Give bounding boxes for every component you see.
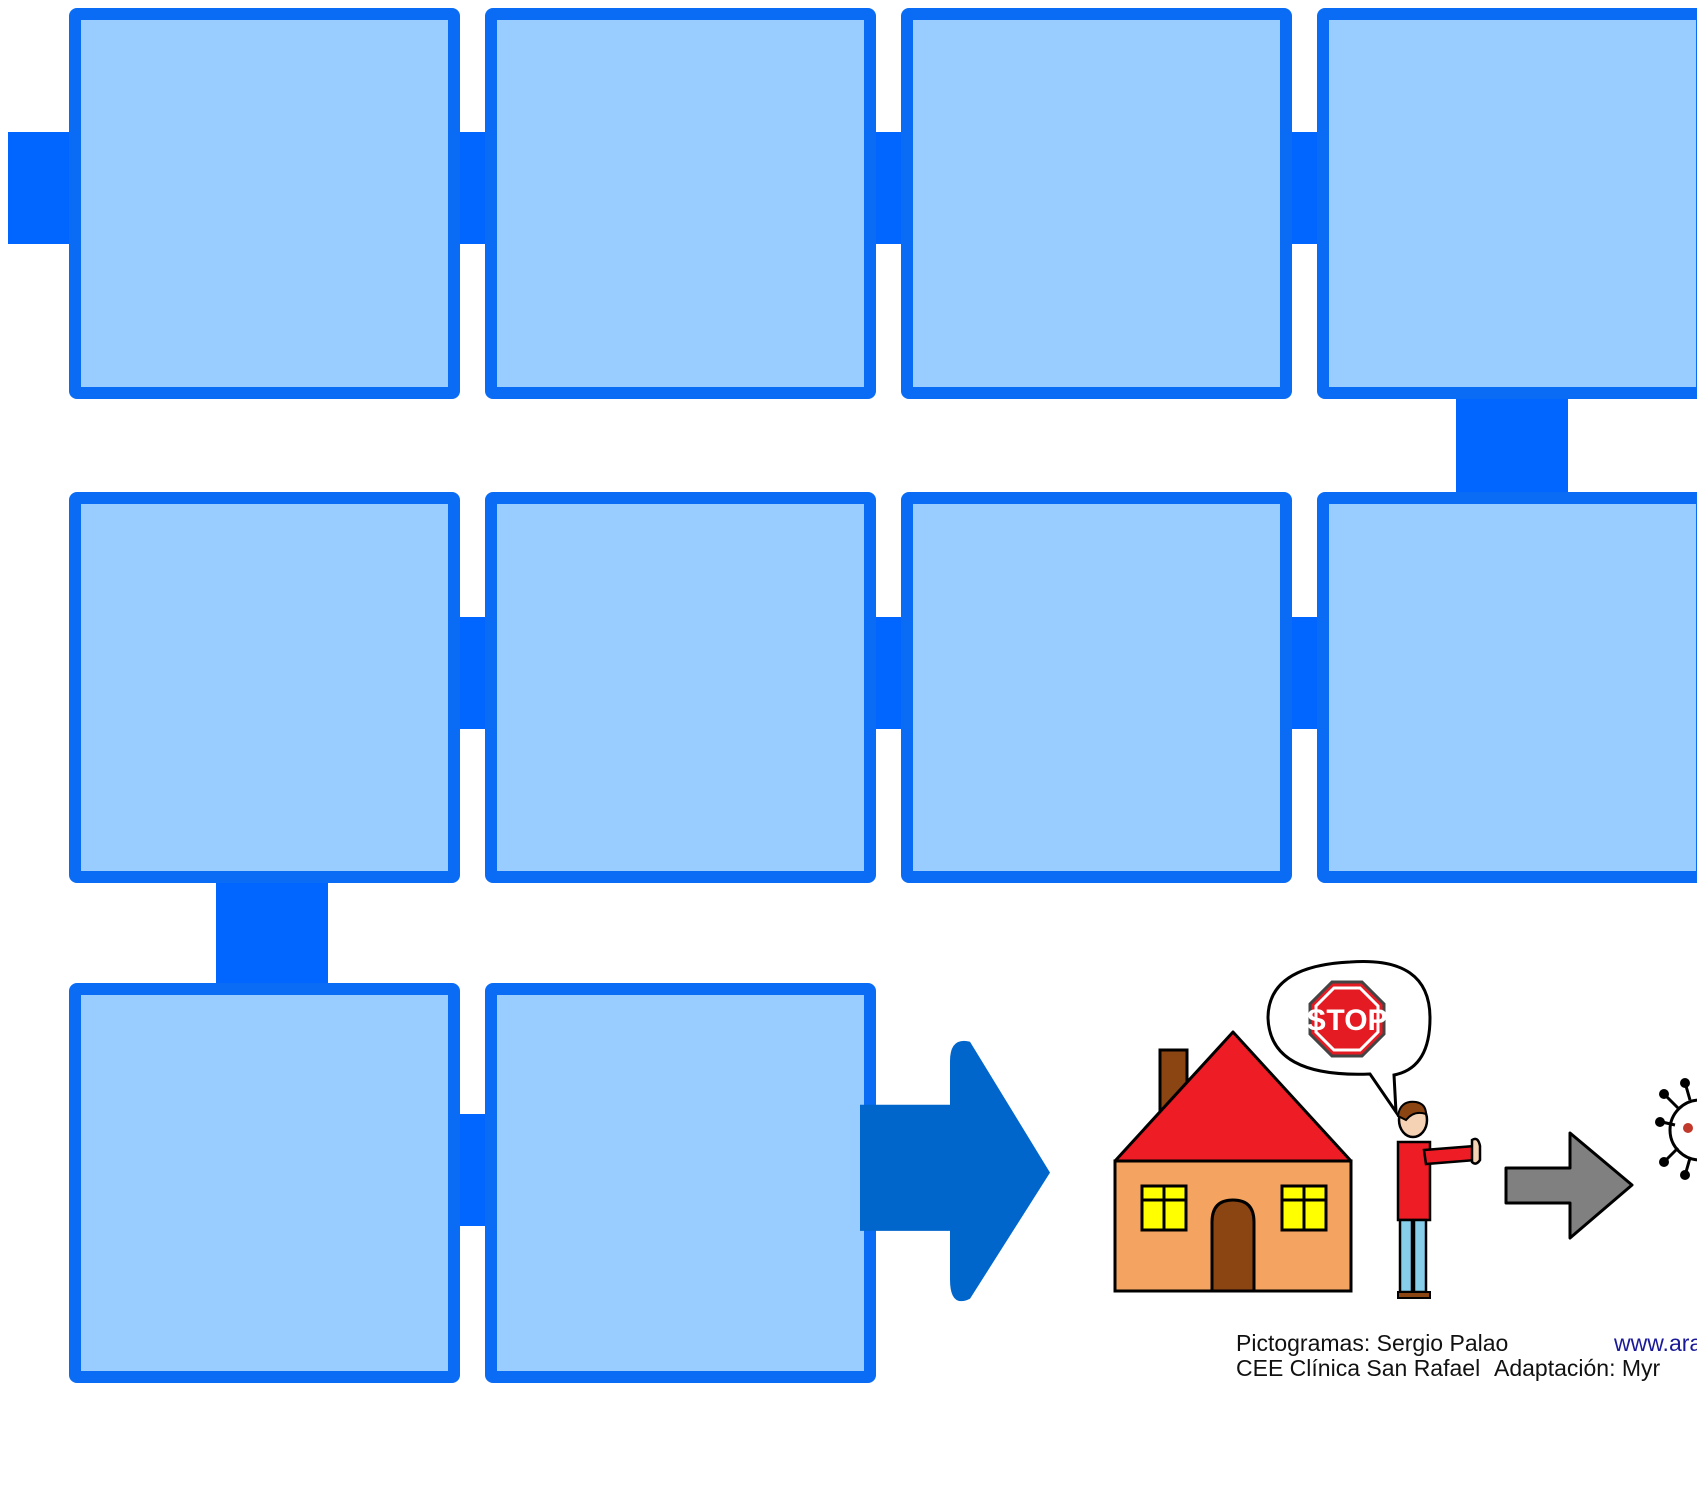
gray-arrow-icon bbox=[1506, 1133, 1632, 1238]
board-square-6[interactable] bbox=[901, 492, 1292, 883]
connector bbox=[216, 874, 328, 986]
board-square-7[interactable] bbox=[485, 492, 876, 883]
connector bbox=[1456, 390, 1568, 500]
boy-stop-gesture-icon bbox=[1398, 1102, 1480, 1298]
start-connector bbox=[8, 132, 78, 244]
board-square-10[interactable] bbox=[485, 983, 876, 1383]
board-square-8[interactable] bbox=[69, 492, 460, 883]
board-square-2[interactable] bbox=[485, 8, 876, 399]
goal-scene: STOP bbox=[1100, 950, 1697, 1300]
stop-sign-text: STOP bbox=[1306, 1004, 1387, 1037]
board-square-4[interactable] bbox=[1317, 8, 1697, 399]
credits-pictograms: Pictogramas: Sergio Palao bbox=[1236, 1330, 1508, 1356]
credits-website-link[interactable]: www.ara bbox=[1614, 1330, 1697, 1356]
credits-adaptation: Adaptación: Myr bbox=[1494, 1355, 1660, 1381]
board-square-9[interactable] bbox=[69, 983, 460, 1383]
virus-icon bbox=[1655, 1078, 1697, 1180]
board-square-3[interactable] bbox=[901, 8, 1292, 399]
board-square-1[interactable] bbox=[69, 8, 460, 399]
credits: Pictogramas: Sergio Palao www.ara CEE Cl… bbox=[1236, 1330, 1262, 1486]
game-board: STOP bbox=[0, 0, 1697, 1369]
board-square-5[interactable] bbox=[1317, 492, 1697, 883]
goal-arrow-icon bbox=[860, 1040, 1060, 1310]
credits-school: CEE Clínica San Rafael bbox=[1236, 1355, 1480, 1381]
